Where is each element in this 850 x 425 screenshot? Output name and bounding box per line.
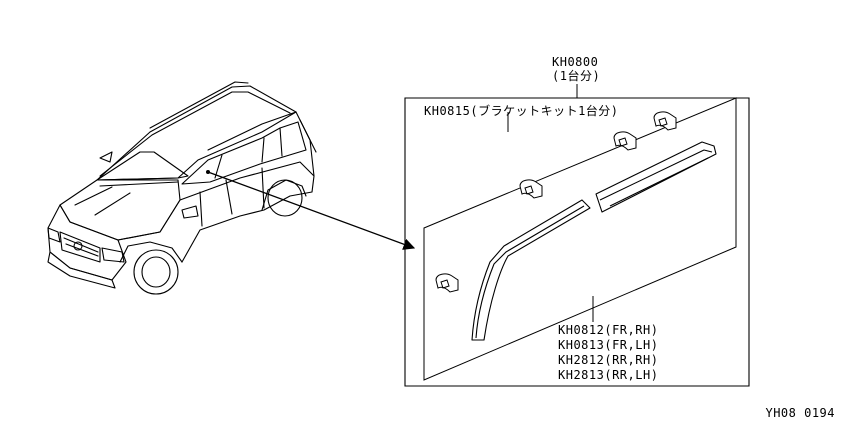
vehicle-side-windows — [181, 121, 307, 185]
visor-part-rr-lh: KH2813(RR,LH) — [558, 368, 659, 382]
bracket-clip — [435, 111, 677, 293]
vehicle-front-wheel — [133, 249, 179, 295]
visor-part-rr-rh: KH2812(RR,RH) — [558, 353, 659, 367]
vehicle-headlight — [101, 247, 125, 263]
vehicle-roof — [96, 85, 297, 181]
vehicle-mirror — [181, 205, 199, 219]
vehicle-illustration — [47, 81, 317, 295]
vehicle-roof-rail — [149, 81, 249, 129]
bracket-kit-label: KH0815(ブラケットキット1台分) — [424, 104, 619, 118]
vehicle-side-body — [117, 161, 315, 263]
pointer-dot — [206, 170, 210, 174]
diagram-id-label: YH08 0194 — [765, 406, 835, 420]
front-door-visor — [471, 199, 591, 341]
bracket-kit-tray — [420, 117, 736, 240]
vehicle-rear-wheel — [267, 179, 303, 217]
pointer-arrow — [207, 171, 416, 250]
vehicle-grille — [59, 231, 101, 263]
kit-quantity-label: (1台分) — [552, 69, 601, 83]
vehicle-windshield — [96, 151, 189, 181]
vehicle-hood — [59, 179, 181, 241]
rear-door-visor — [595, 141, 717, 213]
kit-frame — [404, 97, 750, 387]
visor-part-list: KH0812(FR,RH) KH0813(FR,LH) KH2812(RR,RH… — [558, 323, 658, 383]
visor-part-fr-lh: KH0813(FR,LH) — [558, 338, 659, 352]
kit-code-label: KH0800 — [552, 55, 599, 69]
visor-part-fr-rh: KH0812(FR,RH) — [558, 323, 659, 337]
